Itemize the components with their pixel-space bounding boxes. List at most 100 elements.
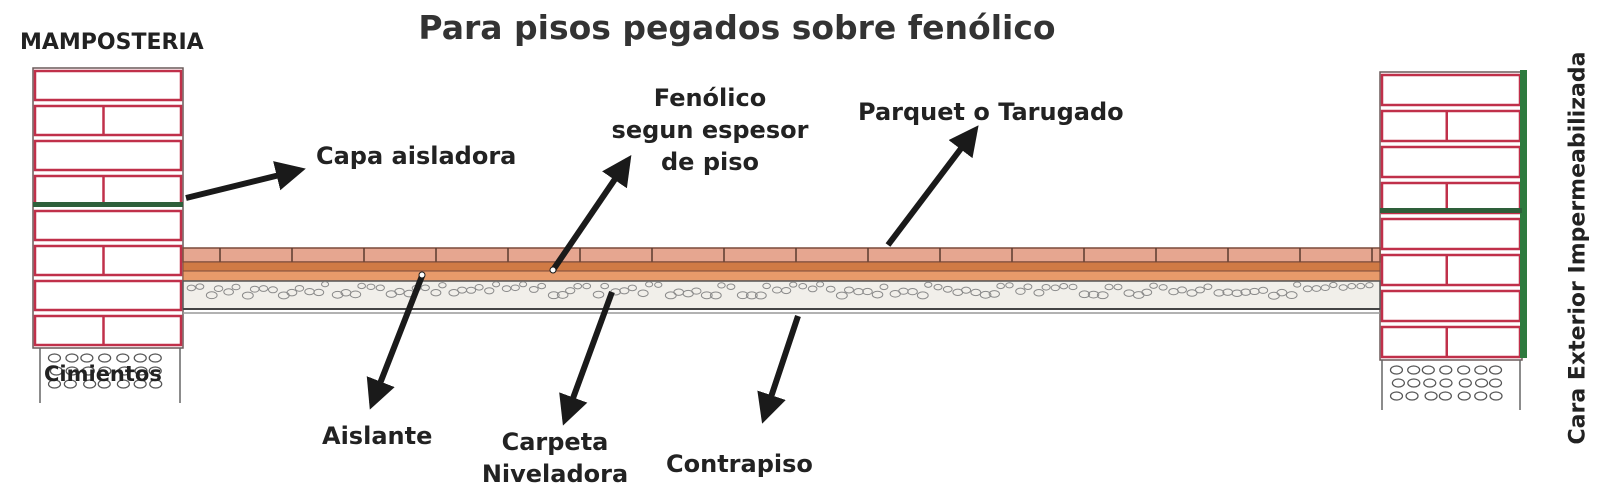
gravel-pebble [1320, 284, 1330, 292]
gravel-pebble [798, 283, 808, 290]
gravel-pebble [430, 288, 442, 297]
footing-stone [1407, 365, 1421, 375]
footing-stone [117, 366, 132, 376]
label-aislante: Aislante [322, 422, 433, 450]
gravel-pebble [510, 284, 520, 292]
marker-dot-fenolico [549, 266, 557, 274]
gravel-pebble [862, 287, 873, 296]
brick-course [33, 139, 183, 172]
label-cimientos: Cimientos [44, 362, 162, 386]
gravel-pebble [654, 281, 663, 288]
gravel-pebble [294, 284, 305, 292]
footing-stone [65, 353, 79, 363]
label-carpeta: Carpeta Niveladora [470, 426, 640, 490]
leveling-screed-layer [182, 280, 1381, 310]
gravel-pebble [789, 281, 798, 288]
gravel-pebble [1258, 286, 1269, 294]
gravel-pebble [745, 291, 758, 300]
label-capa-aisladora: Capa aisladora [316, 142, 517, 170]
gravel-pebble [321, 281, 330, 288]
footing-stone [1438, 391, 1452, 401]
left-foundation [39, 348, 181, 403]
gravel-pebble [286, 288, 298, 297]
gravel-pebble [1041, 284, 1051, 291]
footing-stone [1391, 378, 1405, 388]
gravel-pebble [1285, 291, 1298, 300]
waterproof-exterior-face [1520, 70, 1527, 358]
gravel-pebble [186, 284, 196, 292]
gravel-pebble [907, 288, 918, 296]
gravel-pebble [267, 286, 278, 294]
brick-course [33, 69, 183, 102]
gravel-pebble [1015, 287, 1026, 295]
label-contrapiso: Contrapiso [666, 450, 813, 478]
gravel-pebble [691, 287, 702, 295]
label-carpeta-line2: Niveladora [481, 460, 629, 488]
gravel-pebble [942, 285, 953, 293]
gravel-pebble [1293, 281, 1302, 288]
gravel-pebble [637, 289, 649, 298]
gravel-pebble [835, 291, 848, 300]
brick-course [33, 104, 183, 137]
footing-stone [148, 353, 162, 363]
gravel-pebble [1186, 289, 1198, 297]
footing-stone [149, 379, 163, 389]
footing-stone [1424, 391, 1438, 401]
footing-stone [1457, 391, 1471, 401]
gravel-pebble [1203, 283, 1213, 290]
gravel-pebble [816, 281, 825, 288]
gravel-pebble [420, 284, 430, 292]
label-fenolico: Fenólico segun espesor de piso [590, 82, 830, 178]
brick-course [33, 279, 183, 312]
footing-stone [1421, 365, 1435, 375]
brick-course [33, 209, 183, 242]
footing-stone [98, 366, 112, 376]
gravel-pebble [357, 282, 366, 290]
gravel-pebble [1005, 282, 1014, 289]
gravel-pebble [223, 288, 234, 296]
gravel-pebble [970, 288, 982, 297]
arrow-fenolico [550, 155, 632, 272]
footing-stone [80, 353, 94, 363]
gravel-pebble [961, 286, 972, 294]
gravel-pebble [1276, 288, 1288, 297]
left-masonry-wall [32, 67, 184, 349]
gravel-pebble [871, 290, 884, 299]
gravel-pebble [519, 281, 528, 288]
gravel-pebble [762, 282, 771, 290]
gravel-pebble [1240, 288, 1252, 296]
gravel-pebble [1231, 289, 1243, 297]
insulation-layer [182, 270, 1381, 282]
right-masonry-wall [1379, 71, 1523, 361]
footing-stone [1488, 378, 1503, 388]
subfloor-gravel [186, 281, 1374, 300]
footing-stone [133, 353, 147, 363]
wall-outline [32, 67, 184, 349]
arrow-carpeta [559, 290, 615, 426]
gravel-pebble [1059, 283, 1069, 290]
gravel-pebble [1113, 283, 1123, 291]
gravel-pebble [241, 291, 254, 300]
gravel-pebble [627, 284, 637, 292]
footing-stone [47, 379, 62, 389]
gravel-pebble [582, 282, 592, 290]
gravel-pebble [1176, 286, 1187, 294]
arrow-aislante [366, 274, 425, 410]
gravel-pebble [1356, 282, 1366, 290]
footing-stone [1405, 391, 1419, 401]
footing-stone [83, 379, 97, 389]
footing-stone [1488, 365, 1503, 375]
footing-stone [116, 379, 130, 389]
gravel-pebble [736, 291, 749, 300]
left-damp-course [33, 202, 183, 207]
phenolic-layer [182, 261, 1381, 272]
gravel-pebble [619, 287, 630, 295]
parquet-joints [219, 248, 1373, 262]
footing-stone [1407, 378, 1421, 388]
gravel-pebble [195, 283, 205, 290]
gravel-pebble [573, 282, 583, 290]
pointer-arrows [185, 125, 979, 426]
gravel-pebble [709, 291, 722, 300]
label-fenolico-line3: de piso [661, 148, 759, 176]
